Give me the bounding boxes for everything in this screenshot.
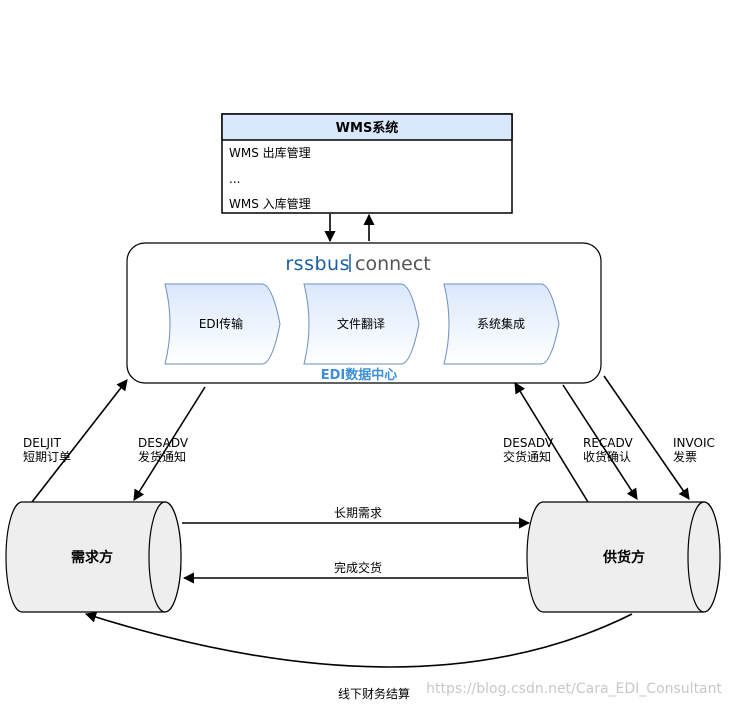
invoic-arrow [603, 375, 690, 500]
buyer-cylinder: 需求方 [5, 501, 182, 613]
watermark: https://blog.csdn.net/Cara_EDI_Consultan… [426, 681, 722, 697]
settlement-label: 线下财务结算 [338, 686, 410, 701]
logo-rssbus: rssbus [285, 253, 350, 275]
buyer-label: 需求方 [71, 549, 113, 566]
deljit-desc: 短期订单 [23, 450, 71, 464]
invoic-desc: 发票 [673, 449, 697, 464]
wms-item-ellipsis: ... [229, 172, 240, 186]
invoic-code: INVOIC [673, 436, 715, 450]
wms-header [221, 113, 513, 141]
wms-item-inbound: WMS 入库管理 [229, 196, 311, 211]
wms-title: WMS系统 [336, 120, 399, 136]
desadv-right-code: DESADV [503, 436, 554, 450]
wms-system-box: WMS系统 WMS 出库管理 ... WMS 入库管理 [221, 113, 513, 214]
step-integration-label: 系统集成 [477, 316, 525, 331]
step-edi-transfer [164, 283, 281, 365]
recadv-code: RECADV [583, 436, 634, 450]
step-integration [443, 283, 560, 365]
logo-connect: connect [355, 253, 431, 275]
hub-caption: EDI数据中心 [321, 367, 398, 383]
deljit-arrow [31, 379, 128, 503]
wms-item-outbound: WMS 出库管理 [229, 145, 311, 160]
edi-data-center: rssbus connect EDI传输 文件翻译 系统集成 EDI数据中心 [126, 242, 602, 384]
settlement-arrow [84, 611, 633, 668]
long-term-demand-label: 长期需求 [334, 506, 382, 520]
deljit-code: DELJIT [23, 436, 62, 450]
step-translation [303, 283, 420, 365]
recadv-desc: 收货确认 [583, 449, 631, 464]
supplier-label: 供货方 [602, 549, 645, 566]
step-translation-label: 文件翻译 [337, 316, 385, 331]
recadv-arrow [562, 384, 638, 500]
delivery-done-label: 完成交货 [334, 560, 382, 575]
desadv-left-arrow [133, 386, 206, 501]
supplier-cylinder: 供货方 [526, 501, 721, 613]
step-edi-transfer-label: EDI传输 [199, 316, 243, 331]
desadv-right-desc: 交货通知 [503, 449, 551, 464]
desadv-left-desc: 发货通知 [138, 449, 186, 464]
desadv-right-arrow [514, 382, 589, 503]
desadv-left-code: DESADV [138, 436, 189, 450]
